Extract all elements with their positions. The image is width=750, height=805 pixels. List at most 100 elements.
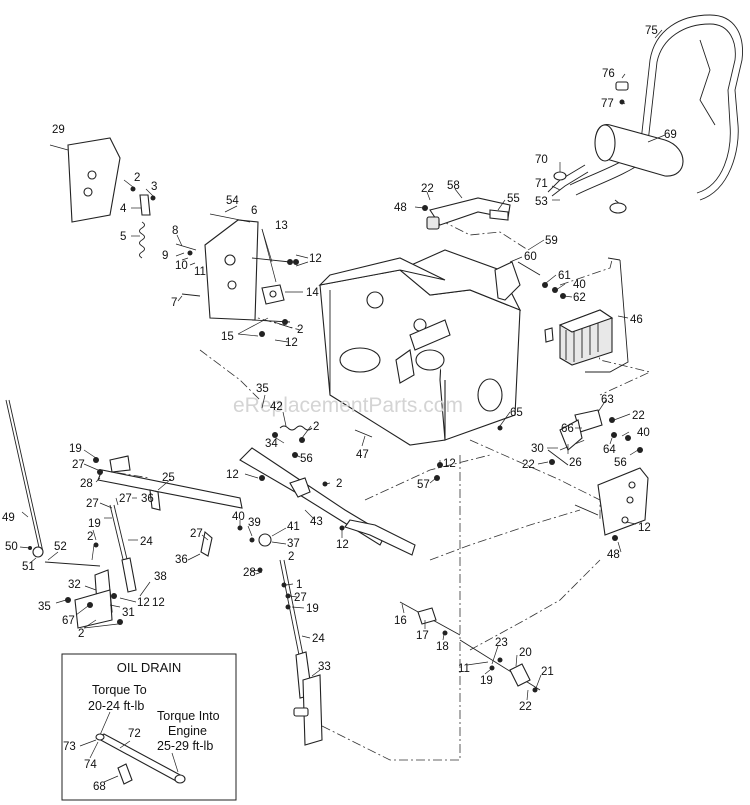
callout-57: 57 [417, 479, 430, 491]
callout-14: 14 [306, 287, 319, 299]
callout-68: 68 [93, 781, 106, 793]
callout-26: 26 [569, 457, 582, 469]
callout-34: 34 [265, 438, 278, 450]
callout-64: 64 [603, 444, 616, 456]
callout-51: 51 [22, 561, 35, 573]
callout-27: 27 [119, 493, 132, 505]
rod-49 [5, 399, 101, 567]
main-frame-weldment [318, 249, 522, 446]
linkage-lower-right [399, 601, 541, 693]
callout-58: 58 [447, 180, 460, 192]
callout-35: 35 [256, 383, 269, 395]
callout-55: 55 [507, 193, 520, 205]
callout-20: 20 [519, 647, 532, 659]
callout-33: 33 [318, 661, 331, 673]
callout-2: 2 [134, 172, 140, 184]
inset-title: OIL DRAIN [117, 660, 182, 675]
callout-12: 12 [137, 597, 150, 609]
spring-42 [272, 425, 313, 458]
callout-56: 56 [300, 453, 313, 465]
torque-to-line2: 20-24 ft-lb [88, 699, 144, 713]
callout-28: 28 [243, 567, 256, 579]
callout-69: 69 [664, 129, 677, 141]
callout-24: 24 [312, 633, 325, 645]
callout-74: 74 [84, 759, 97, 771]
callout-56: 56 [614, 457, 627, 469]
callout-36: 36 [141, 493, 154, 505]
callout-48: 48 [394, 202, 407, 214]
shaft-43 [239, 447, 416, 556]
callout-42: 42 [270, 401, 283, 413]
muffler-part [547, 124, 684, 214]
watermark: eReplacementParts.com [233, 394, 463, 417]
callout-15: 15 [221, 331, 234, 343]
callout-19: 19 [306, 603, 319, 615]
torque-into-line1: Torque Into [157, 709, 220, 723]
callout-59: 59 [545, 235, 558, 247]
callout-67: 67 [62, 615, 75, 627]
callout-18: 18 [436, 641, 449, 653]
callout-63: 63 [601, 394, 614, 406]
callout-2: 2 [313, 421, 319, 433]
callout-66: 66 [561, 423, 574, 435]
callout-2: 2 [336, 478, 342, 490]
bolts-left [175, 243, 299, 337]
callout-31: 31 [122, 607, 135, 619]
callout-72: 72 [128, 728, 141, 740]
callout-32: 32 [68, 579, 81, 591]
callout-2: 2 [297, 324, 303, 336]
callout-39: 39 [248, 517, 261, 529]
callout-60: 60 [524, 251, 537, 263]
callout-52: 52 [54, 541, 67, 553]
callout-12: 12 [226, 469, 239, 481]
callout-22: 22 [421, 183, 434, 195]
callout-27: 27 [72, 459, 85, 471]
callout-19: 19 [69, 443, 82, 455]
assembly-dashed-lines [99, 219, 652, 761]
callout-70: 70 [535, 154, 548, 166]
oil-drain-inset: OIL DRAIN Torque To 20-24 ft-lb Torque I… [61, 653, 237, 801]
callout-12: 12 [309, 253, 322, 265]
callout-11: 11 [458, 663, 470, 675]
callout-2: 2 [87, 531, 93, 543]
torque-into-line2: Engine [168, 724, 207, 738]
callout-labels: 75 76 77 69 70 71 53 29 2 3 4 5 54 6 13 … [2, 25, 677, 713]
callout-53: 53 [535, 196, 548, 208]
callout-27: 27 [294, 592, 307, 604]
callout-5: 5 [120, 231, 126, 243]
callout-12: 12 [638, 522, 651, 534]
callout-73: 73 [63, 741, 76, 753]
callout-40: 40 [232, 511, 245, 523]
spring-assembly [130, 186, 156, 259]
callout-77: 77 [601, 98, 614, 110]
callout-24: 24 [140, 536, 153, 548]
callout-76: 76 [602, 68, 615, 80]
callout-35: 35 [38, 601, 51, 613]
callout-28: 28 [80, 478, 93, 490]
side-plate-right [574, 467, 649, 541]
callout-13: 13 [275, 220, 288, 232]
bracket-58 [422, 197, 511, 230]
callout-27: 27 [86, 498, 99, 510]
callout-6: 6 [251, 205, 257, 217]
linkage-center [237, 525, 323, 746]
callout-54: 54 [226, 195, 239, 207]
callout-75: 75 [645, 25, 658, 37]
leader-lines [19, 29, 666, 701]
torque-into-line3: 25-29 ft-lb [157, 739, 213, 753]
callout-8: 8 [172, 225, 178, 237]
callout-36: 36 [175, 554, 188, 566]
callout-40: 40 [573, 279, 586, 291]
callout-19: 19 [480, 675, 493, 687]
callout-9: 9 [162, 250, 168, 262]
torque-to-line1: Torque To [92, 683, 147, 697]
callout-50: 50 [5, 541, 18, 553]
callout-22: 22 [632, 410, 645, 422]
battery-bracket [494, 257, 629, 373]
callout-2: 2 [78, 628, 84, 640]
lever-63 [547, 409, 643, 466]
callout-46: 46 [630, 314, 643, 326]
callout-16: 16 [394, 615, 407, 627]
callout-71: 71 [535, 178, 548, 190]
callout-38: 38 [154, 571, 167, 583]
